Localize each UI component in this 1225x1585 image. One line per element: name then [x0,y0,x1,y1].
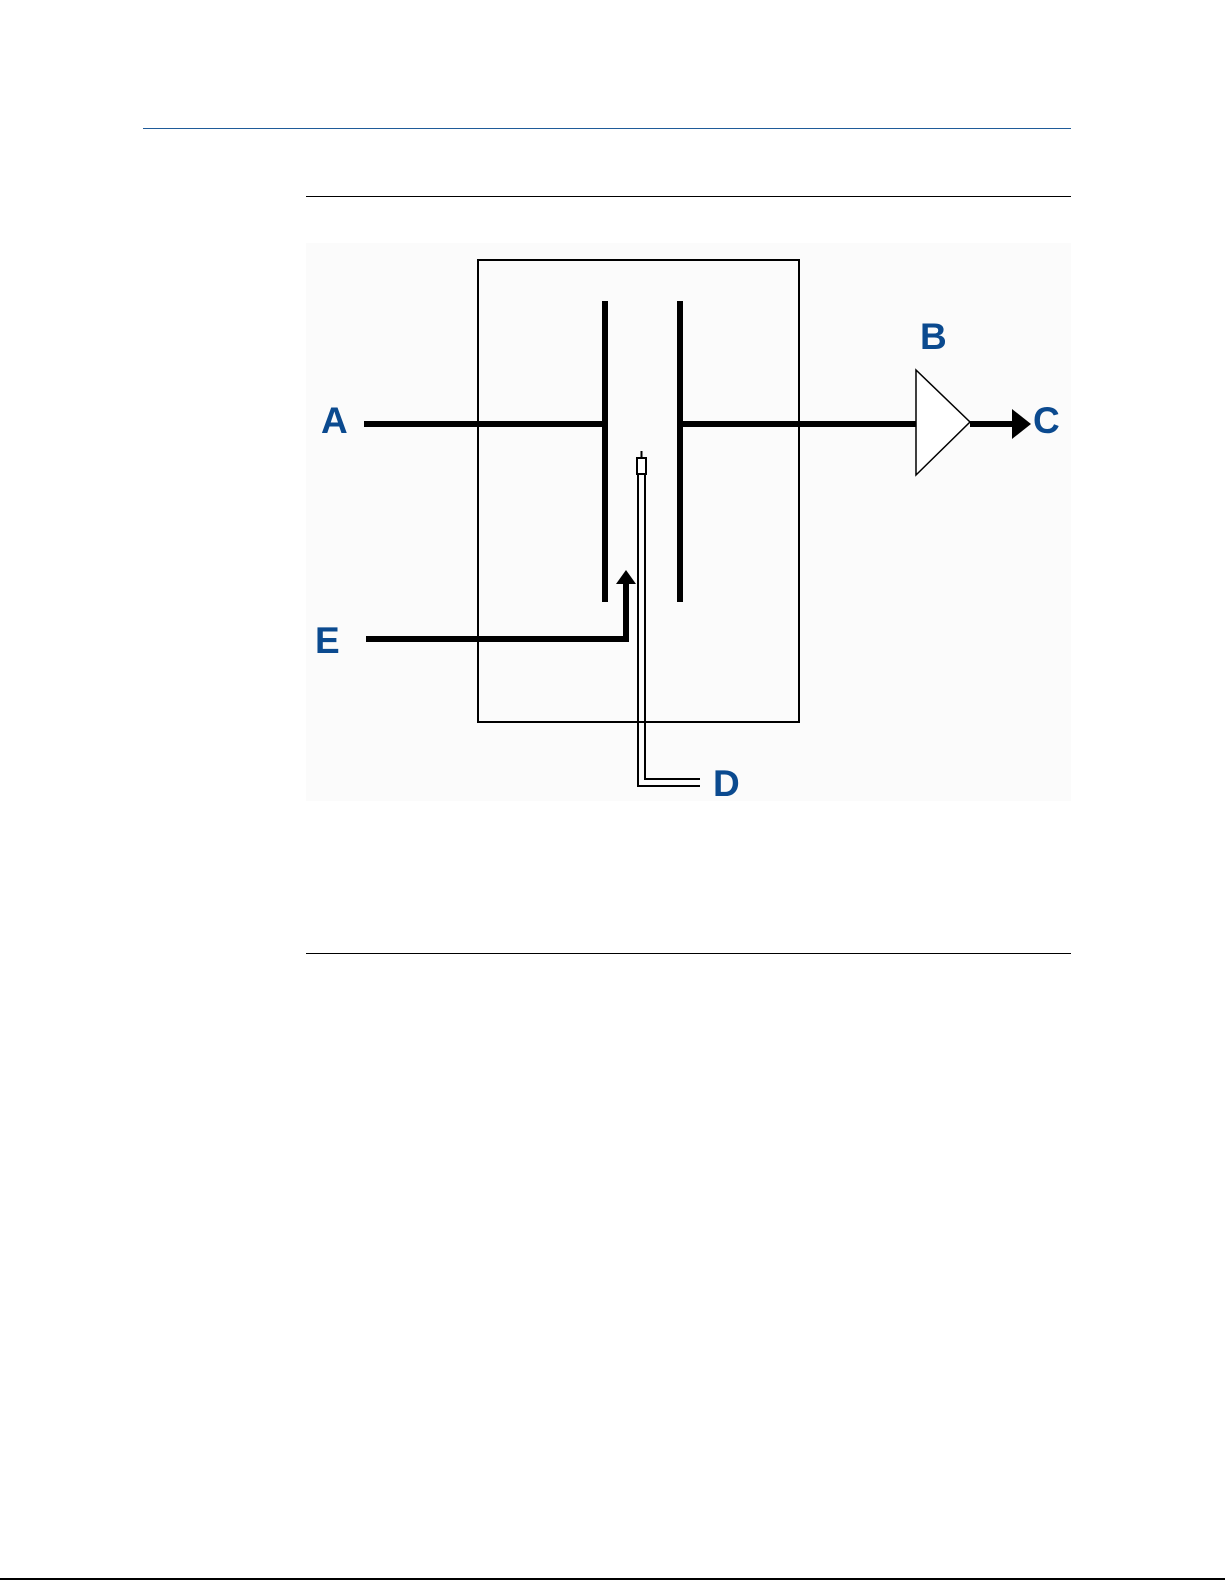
probe-tip [637,458,646,474]
probe-d-line-outer [638,474,700,786]
label-e: E [315,620,340,661]
label-d: D [713,763,740,804]
amplifier-triangle [916,370,970,475]
label-a: A [321,400,348,441]
label-c: C [1033,400,1060,441]
input-line-e [366,583,626,639]
output-arrow-head [1012,409,1031,439]
probe-d-line-inner [645,474,700,779]
figure-bottom-rule [306,953,1071,954]
page-footer-rule [0,1578,1225,1580]
arrow-e-head [616,570,636,584]
label-b: B [920,316,947,357]
